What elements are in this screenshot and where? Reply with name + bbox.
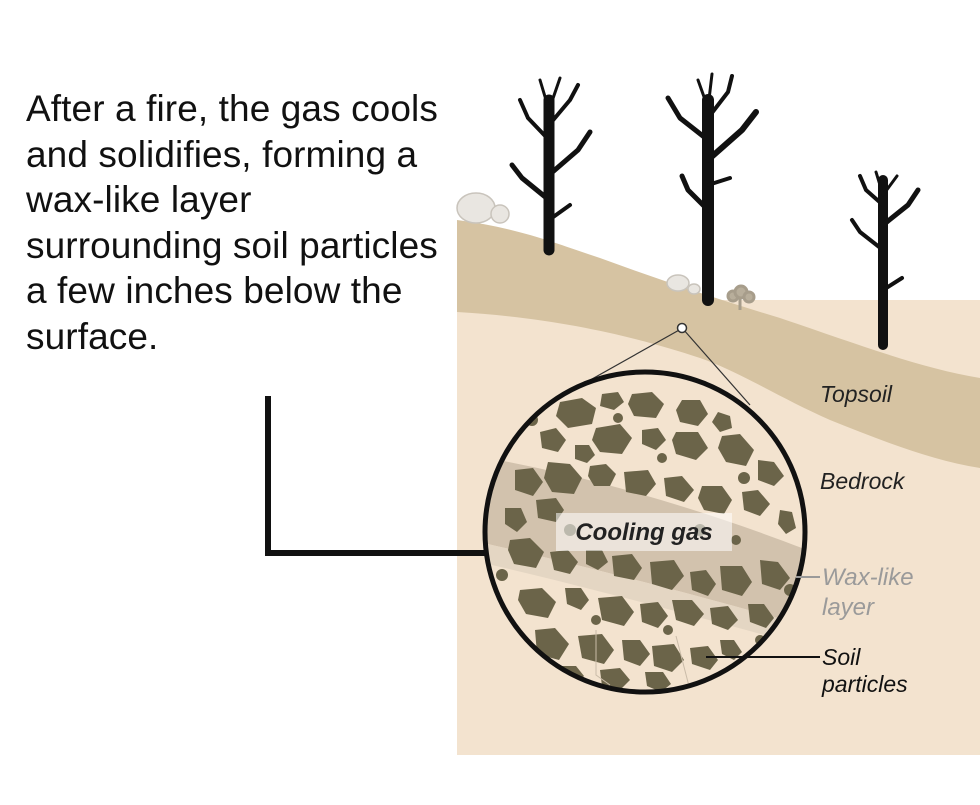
zoom-point	[676, 322, 688, 334]
wax-layer-label-line1: Wax-like	[822, 564, 914, 591]
soil-particles-label-line2: particles	[821, 671, 908, 697]
soil-particles-label-line1: Soil	[822, 644, 861, 670]
caption-leader-line	[265, 396, 488, 556]
cooling-gas-label-box	[556, 513, 732, 551]
bedrock-label: Bedrock	[820, 468, 906, 494]
shrub-icon	[726, 284, 756, 310]
burnt-tree-icon	[665, 72, 759, 306]
cooling-gas-label: Cooling gas	[575, 519, 712, 546]
surface-rocks	[456, 192, 701, 295]
burnt-tree-icon	[509, 76, 593, 256]
caption-text: After a fire, the gas cools and solidifi…	[26, 88, 438, 357]
topsoil-label: Topsoil	[820, 381, 893, 407]
magnified-circle-border	[482, 369, 808, 695]
wax-layer-label-line2: layer	[822, 594, 875, 621]
topsoil-layer	[457, 220, 980, 468]
burnt-tree-icon	[850, 170, 921, 350]
